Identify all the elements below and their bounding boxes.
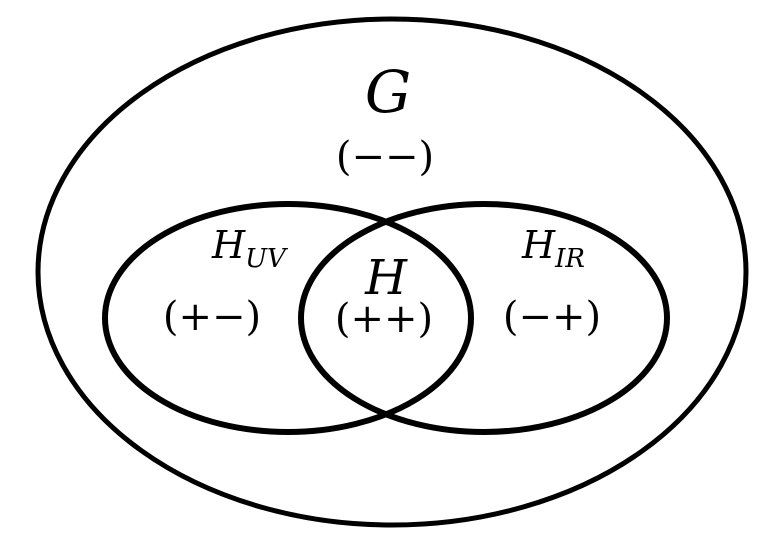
set-hir-label-subscript: IR xyxy=(554,244,585,274)
set-hir-label-main: H xyxy=(521,223,556,267)
set-h-label: H xyxy=(364,250,408,306)
set-hir-sign: (−+) xyxy=(503,294,601,340)
set-huv-ellipse xyxy=(102,201,474,435)
set-hir-ellipse xyxy=(298,201,670,435)
set-huv-label-main: H xyxy=(211,223,246,267)
set-huv-label: HUV xyxy=(211,223,288,274)
set-g-label: G xyxy=(365,58,411,126)
set-g-ellipse xyxy=(35,16,749,528)
set-huv-sign: (+−) xyxy=(163,294,261,340)
set-huv-label-subscript: UV xyxy=(245,244,288,274)
set-h-sign: (++) xyxy=(335,296,433,342)
set-hir-label: HIR xyxy=(521,223,585,274)
set-g-sign: (−−) xyxy=(336,134,434,180)
